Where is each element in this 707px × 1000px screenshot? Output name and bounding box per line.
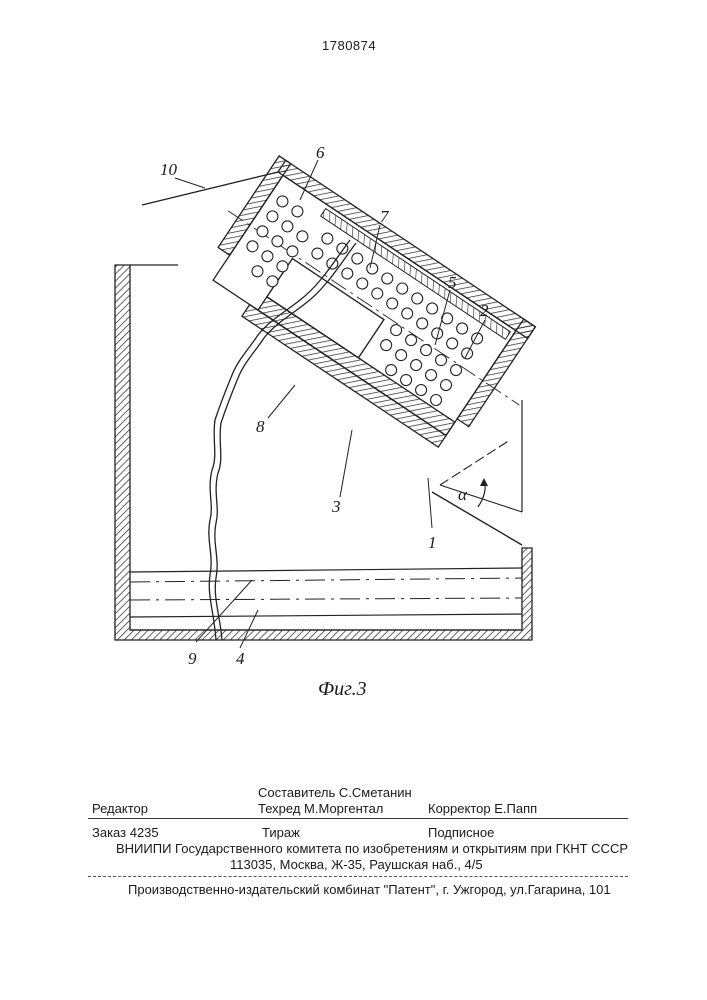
address-line: 113035, Москва, Ж-35, Раушская наб., 4/5 xyxy=(230,857,483,872)
institute-line: ВНИИПИ Государственного комитета по изоб… xyxy=(116,841,628,856)
order-line: Заказ 4235 xyxy=(92,825,159,840)
techred-line: Техред М.Моргентал xyxy=(258,801,383,816)
circulation-line: Тираж xyxy=(262,825,300,840)
editor-line: Редактор xyxy=(92,801,148,816)
corrector-line: Корректор Е.Папп xyxy=(428,801,537,816)
rule-top xyxy=(88,818,628,819)
rule-bottom xyxy=(88,876,628,877)
publisher-line: Производственно-издательский комбинат "П… xyxy=(128,882,611,897)
subscription-line: Подписное xyxy=(428,825,494,840)
compiler-line: Составитель С.Сметанин xyxy=(258,785,412,800)
